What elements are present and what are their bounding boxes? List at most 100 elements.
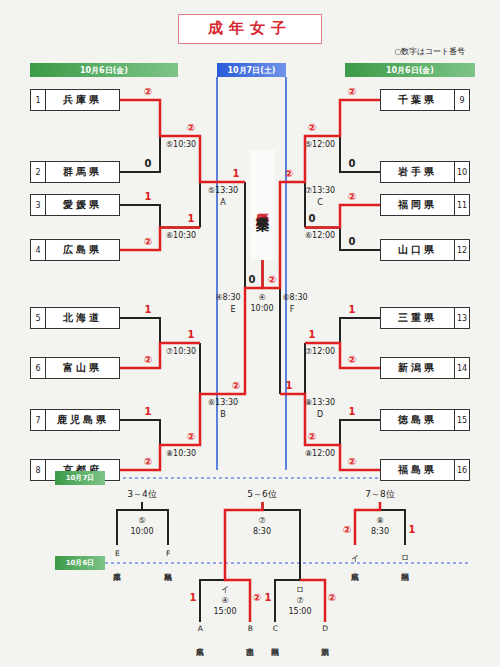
team-name: 鹿児島県	[46, 413, 119, 427]
match-info: ⑦13:30	[305, 187, 335, 195]
bracket-connector	[120, 100, 160, 172]
team-tag: E 兵庫県	[113, 549, 121, 567]
score: ②	[308, 123, 316, 133]
bracket-connector	[120, 318, 160, 368]
score: 1	[188, 214, 195, 224]
match-info: ⑤10:30	[166, 141, 196, 149]
team-box: 新潟県14	[380, 357, 470, 379]
team-tag: ロ 福岡県	[401, 549, 409, 567]
winner-line	[120, 100, 263, 470]
score: 1	[309, 330, 316, 340]
bracket-connector	[340, 100, 380, 172]
team-name: 北海道	[46, 311, 119, 325]
score: ②	[144, 237, 152, 247]
score: 1	[265, 593, 272, 603]
team-name: 山口県	[381, 243, 454, 257]
match-info: ⑦10:30	[166, 348, 196, 356]
match-info: ⑦	[296, 597, 303, 605]
title-box: 成年女子	[178, 14, 322, 44]
match-info: ⑧12:00	[305, 450, 335, 458]
team-box: 2群馬県	[30, 161, 120, 183]
team-box: 岩手県10	[380, 161, 470, 183]
seed-number: 16	[454, 460, 469, 480]
score: ②	[348, 355, 356, 365]
score: ②	[232, 381, 240, 391]
team-name: 岩手県	[381, 165, 454, 179]
match-info: ⑧10:30	[166, 450, 196, 458]
score: ②	[187, 123, 195, 133]
date-tab: 10月6日	[55, 556, 105, 570]
score: ②	[253, 593, 261, 603]
team-box: 7鹿児島県	[30, 409, 120, 431]
team-tag: B 富山県	[246, 624, 254, 642]
date-text: 10月7日	[66, 473, 95, 483]
team-name: 広島県	[46, 243, 119, 257]
team-name: 兵庫県	[46, 93, 119, 107]
match-info: ⑤13:30	[208, 187, 238, 195]
seed-number: 10	[454, 162, 469, 182]
score: ②	[308, 432, 316, 442]
match-info: ⑥10:30	[166, 232, 196, 240]
seed-number: 2	[31, 162, 46, 182]
match-info: A	[220, 199, 225, 207]
team-box: 三重県13	[380, 307, 470, 329]
bracket-line	[160, 136, 280, 445]
champion-box: 優勝千葉県	[250, 150, 275, 260]
match-info: ロ	[296, 586, 304, 594]
date-text: 10月7日(土)	[227, 65, 275, 76]
score: 1	[349, 407, 356, 417]
match-info: D	[317, 411, 323, 419]
match-info: 10:00	[130, 528, 153, 536]
date-tab: 10月7日	[55, 471, 105, 485]
team-name: 福島県	[381, 463, 454, 477]
score: ②	[328, 593, 336, 603]
score: ②	[268, 275, 276, 285]
score: 1	[145, 305, 152, 315]
team-box: 1兵庫県	[30, 89, 120, 111]
match-info: ④8:30	[215, 294, 240, 302]
team-name: 富山県	[46, 361, 119, 375]
bracket-line	[280, 136, 340, 445]
seed-number: 8	[31, 460, 46, 480]
team-name: 愛媛県	[46, 198, 119, 212]
seed-number: 4	[31, 240, 46, 260]
score: 0	[309, 214, 316, 224]
seed-number: 6	[31, 358, 46, 378]
score: ②	[144, 355, 152, 365]
match-info: 15:00	[288, 608, 311, 616]
score: 1	[286, 381, 293, 391]
bracket-connector	[340, 205, 380, 250]
bracket-connector	[120, 205, 160, 250]
match-info: ④	[221, 597, 228, 605]
score: 1	[409, 525, 416, 535]
team-box: 5北海道	[30, 307, 120, 329]
day-divider	[105, 478, 470, 563]
seed-number: 13	[454, 308, 469, 328]
score: ②	[144, 87, 152, 97]
bracket-line	[117, 502, 405, 622]
match-info: C	[317, 199, 323, 207]
match-info: ⑥13:30	[208, 399, 238, 407]
match-info: ⑧13:30	[305, 399, 335, 407]
score: 1	[188, 330, 195, 340]
seed-number: 14	[454, 358, 469, 378]
match-info: ⑤	[138, 517, 145, 525]
bracket-connector	[340, 318, 380, 368]
match-info: 10:00	[250, 305, 273, 313]
seed-number: 7	[31, 410, 46, 430]
seed-number: 9	[454, 90, 469, 110]
match-info: 8:30	[371, 528, 389, 536]
score: 1	[233, 169, 240, 179]
team-box: 福島県16	[380, 459, 470, 481]
match-info: 8:30	[253, 528, 271, 536]
match-info: ⑥8:30	[282, 294, 307, 302]
match-info: ⑦12:00	[305, 348, 335, 356]
seed-number: 15	[454, 410, 469, 430]
score: 0	[249, 275, 256, 285]
placement-heading: 7～8位	[365, 490, 394, 499]
score: 1	[145, 407, 152, 417]
match-info: ⑦	[258, 517, 265, 525]
team-tag: D 新潟県	[321, 624, 329, 642]
team-name: 福岡県	[381, 198, 454, 212]
match-info: ④	[258, 294, 265, 302]
